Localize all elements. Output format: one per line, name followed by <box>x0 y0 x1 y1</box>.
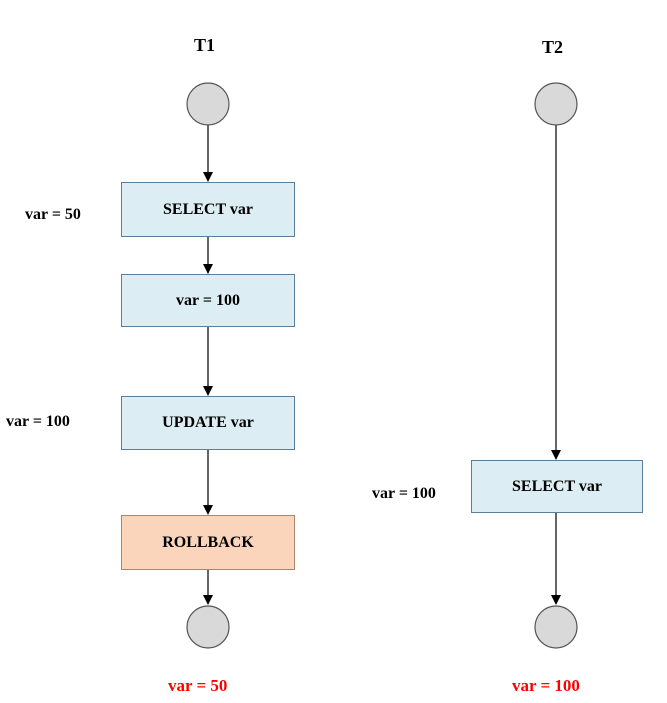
t2-value-read: var = 100 <box>372 485 436 502</box>
t1-final-result: var = 50 <box>168 676 228 695</box>
t2-select-box: SELECT var <box>471 460 643 513</box>
t2-final-result: var = 100 <box>512 676 580 695</box>
t2-title: T2 <box>542 37 564 57</box>
t1-update-box: UPDATE var <box>121 396 295 450</box>
t1-assign-box: var = 100 <box>121 274 295 327</box>
t1-value-after-update: var = 100 <box>6 413 70 430</box>
t2-end-node <box>534 605 578 649</box>
t1-start-node <box>186 82 230 126</box>
t1-rollback-box: ROLLBACK <box>121 515 295 570</box>
t1-value-after-select: var = 50 <box>25 206 81 223</box>
t1-select-box: SELECT var <box>121 182 295 237</box>
t1-title: T1 <box>194 35 216 55</box>
t1-end-node <box>186 605 230 649</box>
t2-start-node <box>534 82 578 126</box>
